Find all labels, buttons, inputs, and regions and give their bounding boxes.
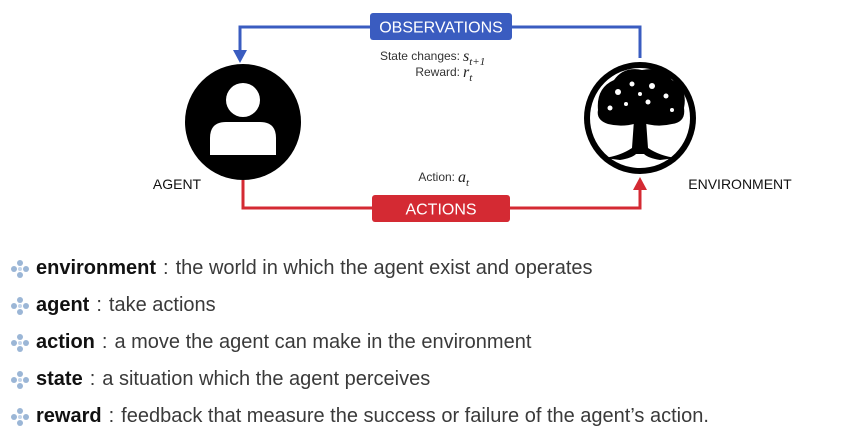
tree-icon [584,62,696,174]
list-item-state: state : a situation which the agent perc… [10,361,709,398]
observations-box [370,13,512,40]
svg-text:at: at [458,169,470,189]
person-icon [185,64,301,180]
svg-text:Reward:: Reward: [415,65,460,79]
diamond-bullet-icon [11,333,29,352]
state-subscript: t+1 [469,56,485,68]
definition: feedback that measure the success or fai… [121,405,709,427]
term: state [36,368,83,390]
actions-box [372,195,510,222]
state-changes-label: State changes: [380,49,460,63]
reward-subscript: t [469,72,473,84]
separator: : [96,294,102,316]
list-item-environment: environment : the world in which the age… [10,250,709,287]
svg-text:st+1: st+1 [463,48,485,68]
list-item-agent: agent : take actions [10,287,709,324]
diamond-bullet-icon [11,259,29,278]
actions-label: ACTIONS [405,202,476,219]
action-label: Action: [418,170,455,184]
action-subscript: t [466,177,470,189]
diamond-bullet-icon [11,407,29,426]
agent-label: AGENT [153,176,202,192]
definition: a move the agent can make in the environ… [114,331,532,353]
term: agent [36,294,90,316]
definition-list: environment : the world in which the age… [10,250,709,435]
observation-arrowhead [233,50,247,63]
reward-label: Reward: [415,65,460,79]
environment-label: ENVIRONMENT [688,176,792,192]
term: action [36,331,95,353]
observations-label: OBSERVATIONS [379,20,503,37]
term: reward [36,405,102,427]
action-arrowhead [633,177,647,190]
definition: the world in which the agent exist and o… [175,257,593,279]
separator: : [101,331,108,353]
separator: : [89,368,96,390]
list-item-reward: reward : feedback that measure the succe… [10,398,709,435]
separator: : [163,257,169,279]
definition: a situation which the agent perceives [102,368,431,390]
term: environment [36,257,157,279]
diamond-bullet-icon [11,296,29,315]
reward-symbol: r [463,64,470,81]
svg-text:Action:: Action: [418,170,455,184]
state-symbol: s [463,48,469,65]
action-symbol: a [458,169,466,186]
separator: : [108,405,115,427]
definition: take actions [108,294,216,316]
diamond-bullet-icon [11,370,29,389]
svg-text:State changes:: State changes: [380,49,460,63]
rl-loop-diagram: OBSERVATIONS State changes: st+1 Reward:… [153,13,792,222]
svg-text:rt: rt [463,64,473,84]
list-item-action: action : a move the agent can make in th… [10,324,709,361]
